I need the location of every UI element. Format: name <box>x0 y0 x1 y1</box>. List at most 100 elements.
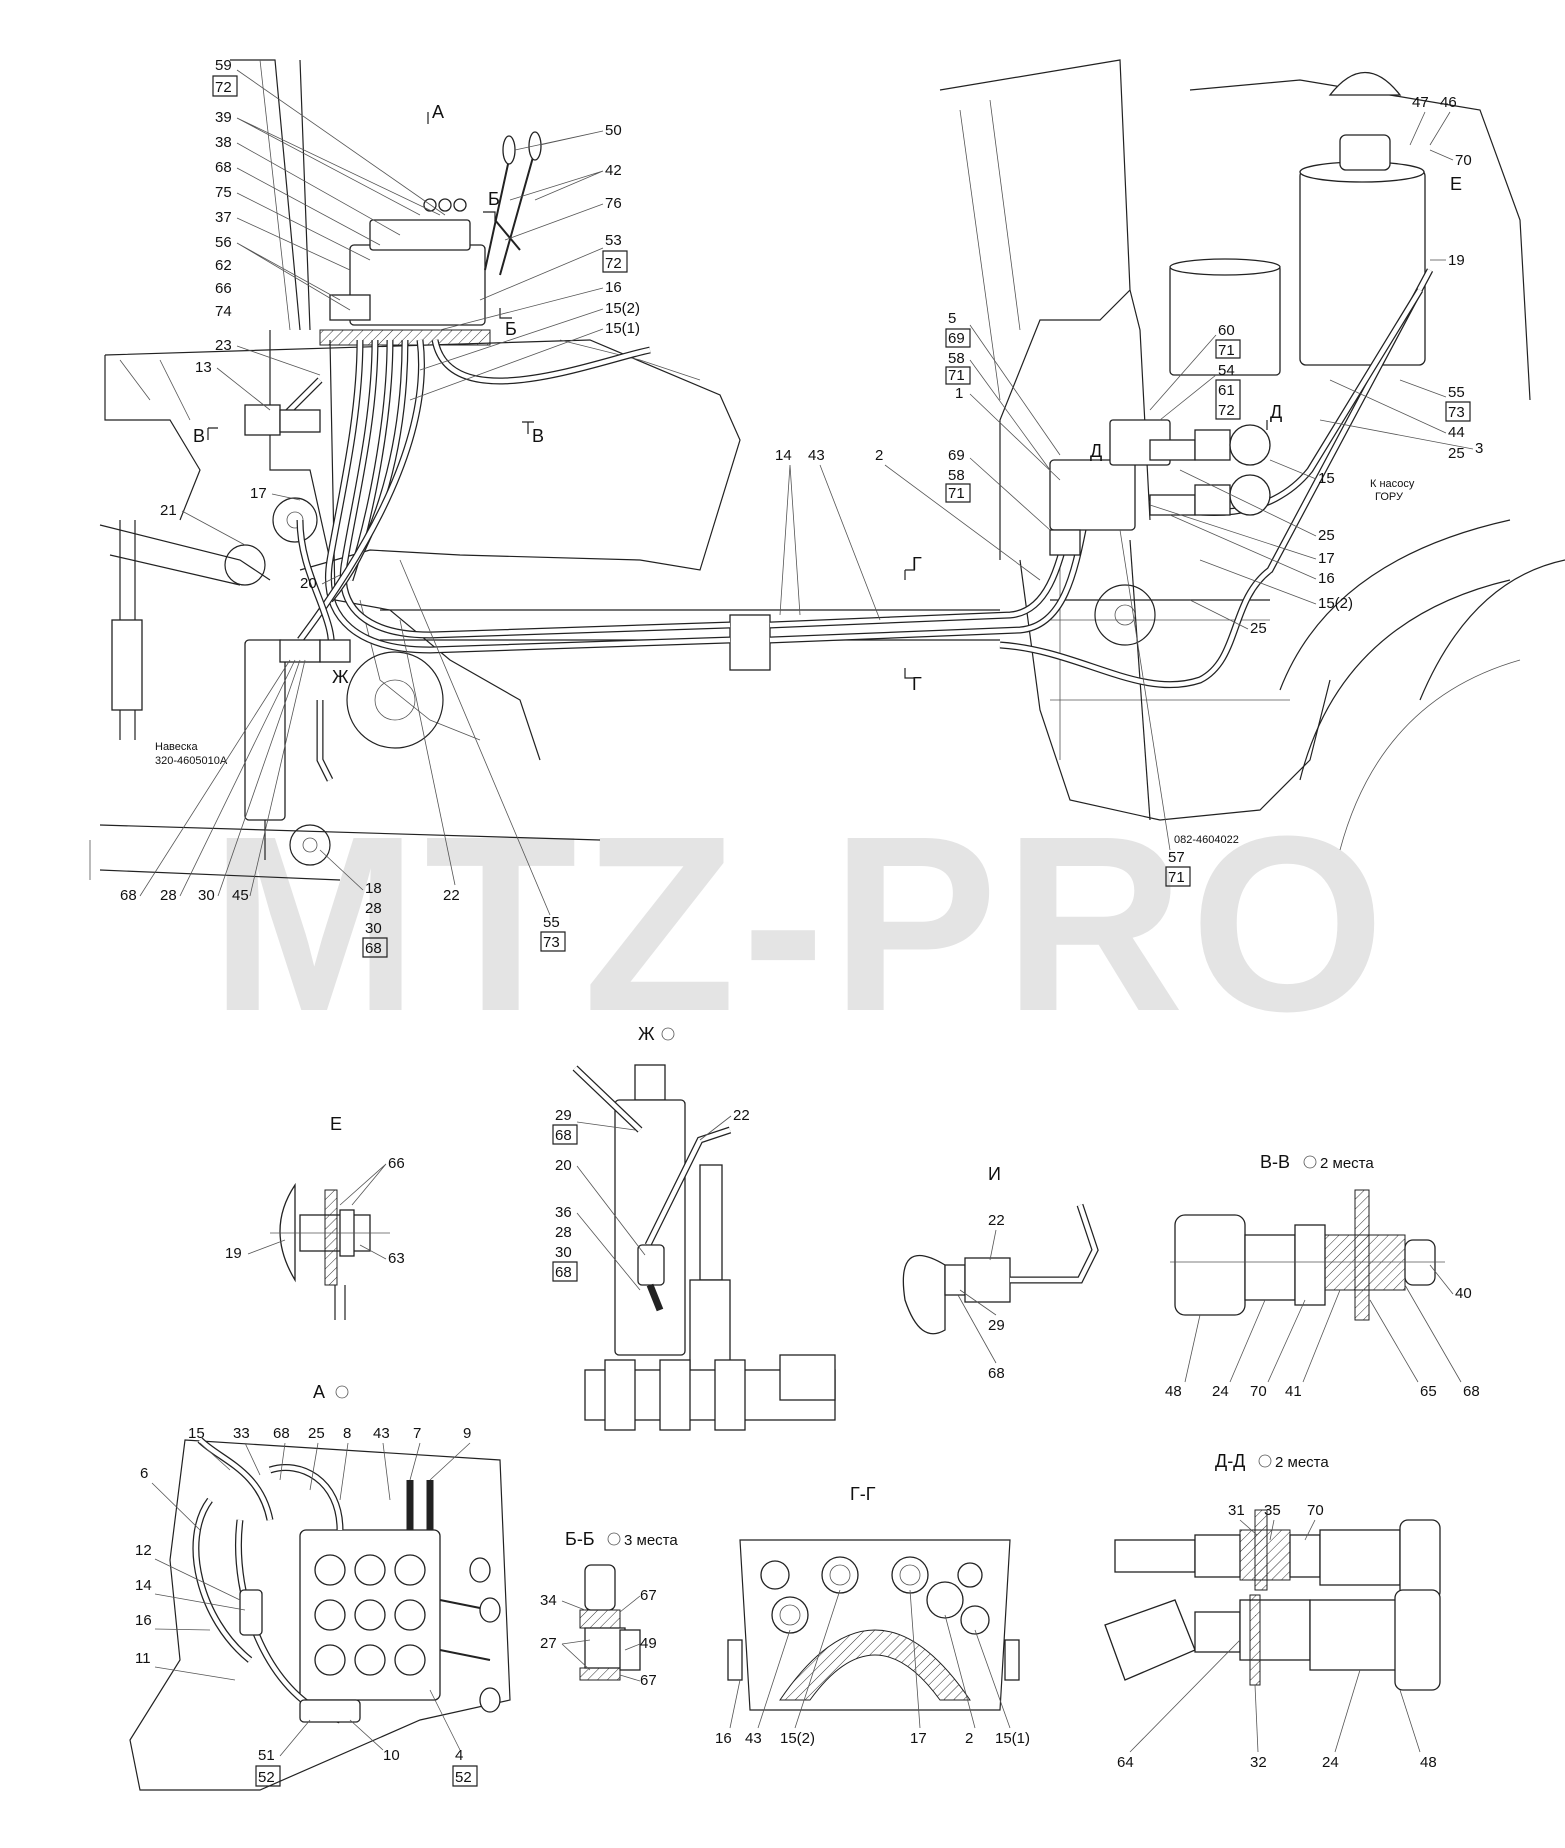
callout-number: 76 <box>605 195 622 212</box>
callout-number: 45 <box>232 887 249 904</box>
callout-number: 2 <box>965 1730 973 1747</box>
main-view-frame <box>89 59 1565 881</box>
view-GG: Г-Г 16 43 15(2) 17 2 15(1) <box>715 1484 1030 1747</box>
view-I: И 22 29 68 <box>902 1164 1099 1382</box>
callout-number: 68 <box>215 159 232 176</box>
callout-number: 19 <box>225 1245 242 1262</box>
callout-number: 70 <box>1307 1502 1324 1519</box>
callout-number: 23 <box>215 337 232 354</box>
section-label: А <box>432 102 444 122</box>
section-label: Е <box>330 1114 342 1134</box>
callout-number: 22 <box>988 1212 1005 1229</box>
callout-number: 72 <box>215 79 232 96</box>
callout-number: 38 <box>215 134 232 151</box>
callout-number: 15(1) <box>605 320 640 337</box>
callout-number: 37 <box>215 209 232 226</box>
drawing-note: 320-4605010А <box>155 755 228 767</box>
view-E: Е 66 19 63 <box>225 1114 405 1320</box>
callout-number: 51 <box>258 1747 275 1764</box>
section-label: Ж <box>638 1024 655 1044</box>
callout-number: 74 <box>215 303 232 320</box>
callout-number: 15(2) <box>780 1730 815 1747</box>
callout-number: 70 <box>1250 1383 1267 1400</box>
callout-number: 10 <box>383 1747 400 1764</box>
callout-number: 67 <box>640 1672 657 1689</box>
section-marks-main: А Б Б В В Г Г Д Д Е Ж <box>193 102 1462 694</box>
callout-number: 68 <box>273 1425 290 1442</box>
callout-number: 68 <box>120 887 137 904</box>
section-label: Б <box>505 319 517 339</box>
callout-number: 17 <box>250 485 267 502</box>
section-label: Б-Б <box>565 1529 595 1549</box>
callout-number: 41 <box>1285 1383 1302 1400</box>
callout-number: 31 <box>1228 1502 1245 1519</box>
callout-number: 66 <box>388 1155 405 1172</box>
callout-number: 68 <box>555 1127 572 1144</box>
section-label: В <box>193 426 205 446</box>
callout-number: 21 <box>160 502 177 519</box>
callout-number: 71 <box>948 367 965 384</box>
callout-number: 29 <box>988 1317 1005 1334</box>
section-label: 3 места <box>624 1532 678 1549</box>
callout-number: 43 <box>373 1425 390 1442</box>
callout-number: 42 <box>605 162 622 179</box>
couplings-left <box>244 404 351 663</box>
callout-number: 7 <box>413 1425 421 1442</box>
section-label: Г <box>912 674 922 694</box>
section-label: Д <box>1270 402 1282 422</box>
callout-number: 67 <box>640 1587 657 1604</box>
callout-number: 52 <box>258 1769 275 1786</box>
callout-number: 59 <box>215 57 232 74</box>
hose-bundle-left <box>250 339 731 782</box>
section-label: 2 места <box>1275 1454 1329 1471</box>
callout-number: 2 <box>875 447 883 464</box>
callout-number: 28 <box>365 900 382 917</box>
callout-number: 75 <box>215 184 232 201</box>
callout-number: 27 <box>540 1635 557 1652</box>
section-label: Г-Г <box>850 1484 876 1504</box>
callout-number: 73 <box>1448 404 1465 421</box>
callout-number: 48 <box>1420 1754 1437 1771</box>
watermark: MTZ-PRO <box>210 784 1391 1063</box>
callout-number: 58 <box>948 467 965 484</box>
callout-number: 73 <box>543 934 560 951</box>
callout-number: 15(2) <box>1318 595 1353 612</box>
callout-number: 29 <box>555 1107 572 1124</box>
section-label: 2 места <box>1320 1155 1374 1172</box>
callout-number: 58 <box>948 350 965 367</box>
callout-number: 33 <box>233 1425 250 1442</box>
section-label: Г <box>912 554 922 574</box>
callout-number: 66 <box>215 280 232 297</box>
callout-number: 68 <box>988 1365 1005 1382</box>
callout-number: 28 <box>160 887 177 904</box>
callout-number: 15(2) <box>605 300 640 317</box>
callout-number: 22 <box>733 1107 750 1124</box>
callout-number: 9 <box>463 1425 471 1442</box>
section-label: В <box>532 426 544 446</box>
callout-number: 46 <box>1440 94 1457 111</box>
callout-number: 44 <box>1448 424 1465 441</box>
drawing-note: ГОРУ <box>1375 491 1404 503</box>
callout-number: 14 <box>135 1577 152 1594</box>
callout-number: 69 <box>948 330 965 347</box>
callout-number: 24 <box>1212 1383 1229 1400</box>
callout-number: 43 <box>745 1730 762 1747</box>
callout-number: 39 <box>215 109 232 126</box>
section-label: В-В <box>1260 1152 1290 1172</box>
callouts-main: 59 72 39 38 68 75 37 56 62 66 74 23 13 1… <box>120 57 1483 958</box>
section-label: Е <box>1450 174 1462 194</box>
callout-number: 3 <box>1475 440 1483 457</box>
callout-number: 69 <box>948 447 965 464</box>
callout-number: 32 <box>1250 1754 1267 1771</box>
callout-number: 61 <box>1218 382 1235 399</box>
callout-number: 16 <box>1318 570 1335 587</box>
callout-number: 54 <box>1218 362 1235 379</box>
drawing-note: К насосу <box>1370 478 1415 490</box>
callout-number: 11 <box>135 1650 151 1667</box>
callout-number: 40 <box>1455 1285 1472 1302</box>
callout-number: 18 <box>365 880 382 897</box>
callout-number: 55 <box>543 914 560 931</box>
callout-number: 34 <box>540 1592 557 1609</box>
callout-number: 68 <box>365 940 382 957</box>
